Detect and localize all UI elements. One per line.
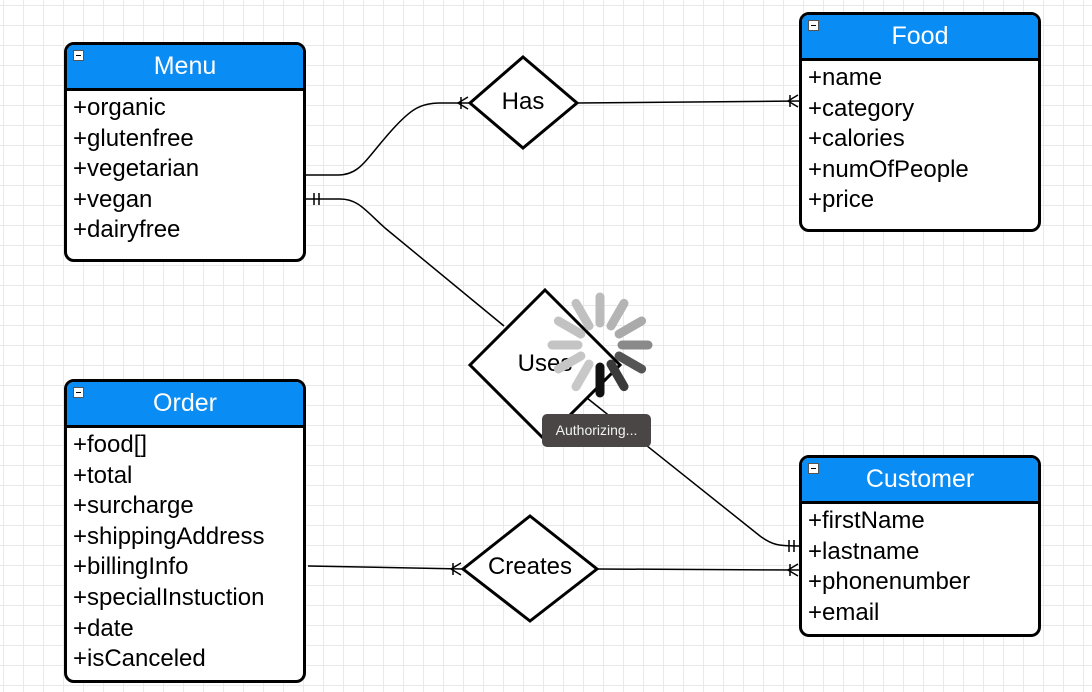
attribute[interactable]: +phonenumber [808,568,971,596]
attribute[interactable]: +price [808,186,875,214]
attribute[interactable]: +date [73,614,134,642]
entity-food-attributes: +name +category +calories +numOfPeople +… [802,61,1038,216]
entity-order-title: Order [153,389,217,417]
attribute[interactable]: +email [808,598,880,626]
attribute[interactable]: +numOfPeople [808,155,969,183]
attribute[interactable]: +organic [73,94,166,121]
attribute[interactable]: +vegetarian [73,155,200,183]
attribute[interactable]: +shippingAddress [73,522,265,550]
connector-menu-uses[interactable] [305,193,505,327]
entity-menu-header[interactable]: Menu [67,45,303,91]
attribute[interactable]: +name [808,64,883,91]
relationship-creates-label: Creates [487,553,573,580]
attribute[interactable]: +surcharge [73,492,194,520]
attribute[interactable]: +isCanceled [73,645,206,673]
attribute[interactable]: +firstName [808,507,925,534]
connector-order-creates[interactable] [307,562,464,576]
attribute[interactable]: +vegan [73,185,153,213]
attribute[interactable]: +lastname [808,537,920,565]
attribute[interactable]: +dairyfree [73,216,181,244]
relationship-creates-shape[interactable] [460,514,600,623]
connector-creates-customer[interactable] [596,563,801,577]
attribute[interactable]: +billingInfo [73,553,189,581]
collapse-icon[interactable] [808,20,819,31]
entity-menu-title: Menu [153,52,217,80]
attribute[interactable]: +category [808,94,915,122]
collapse-icon[interactable] [808,463,819,474]
relationship-has-shape[interactable] [467,55,580,150]
entity-customer-title: Customer [865,465,975,493]
attribute[interactable]: +food[] [73,431,148,458]
authorizing-toast: Authorizing... [542,414,651,447]
entity-customer-header[interactable]: Customer [802,458,1038,504]
relationship-has-label: Has [501,88,545,115]
entity-menu[interactable]: Menu +organic +glutenfree +vegetarian +v… [64,42,306,262]
connector-menu-has[interactable] [305,96,470,176]
attribute[interactable]: +glutenfree [73,124,194,152]
attribute[interactable]: +specialInstuction [73,583,265,611]
entity-customer[interactable]: Customer +firstName +lastname +phonenumb… [799,455,1041,637]
entity-menu-attributes: +organic +glutenfree +vegetarian +vegan … [67,91,303,246]
connector-uses-customer[interactable] [586,397,801,552]
entity-food-title: Food [891,22,949,50]
collapse-icon[interactable] [73,387,84,398]
entity-customer-attributes: +firstName +lastname +phonenumber +email [802,504,1038,628]
loading-spinner-icon [547,292,653,398]
connector-has-food[interactable] [576,94,801,108]
collapse-icon[interactable] [73,50,84,61]
entity-food[interactable]: Food +name +category +calories +numOfPeo… [799,12,1041,232]
entity-order-header[interactable]: Order [67,382,303,428]
attribute[interactable]: +calories [808,125,905,153]
entity-order-attributes: +food[] +total +surcharge +shippingAddre… [67,428,303,675]
attribute[interactable]: +total [73,461,133,489]
entity-food-header[interactable]: Food [802,15,1038,61]
entity-order[interactable]: Order +food[] +total +surcharge +shippin… [64,379,306,683]
